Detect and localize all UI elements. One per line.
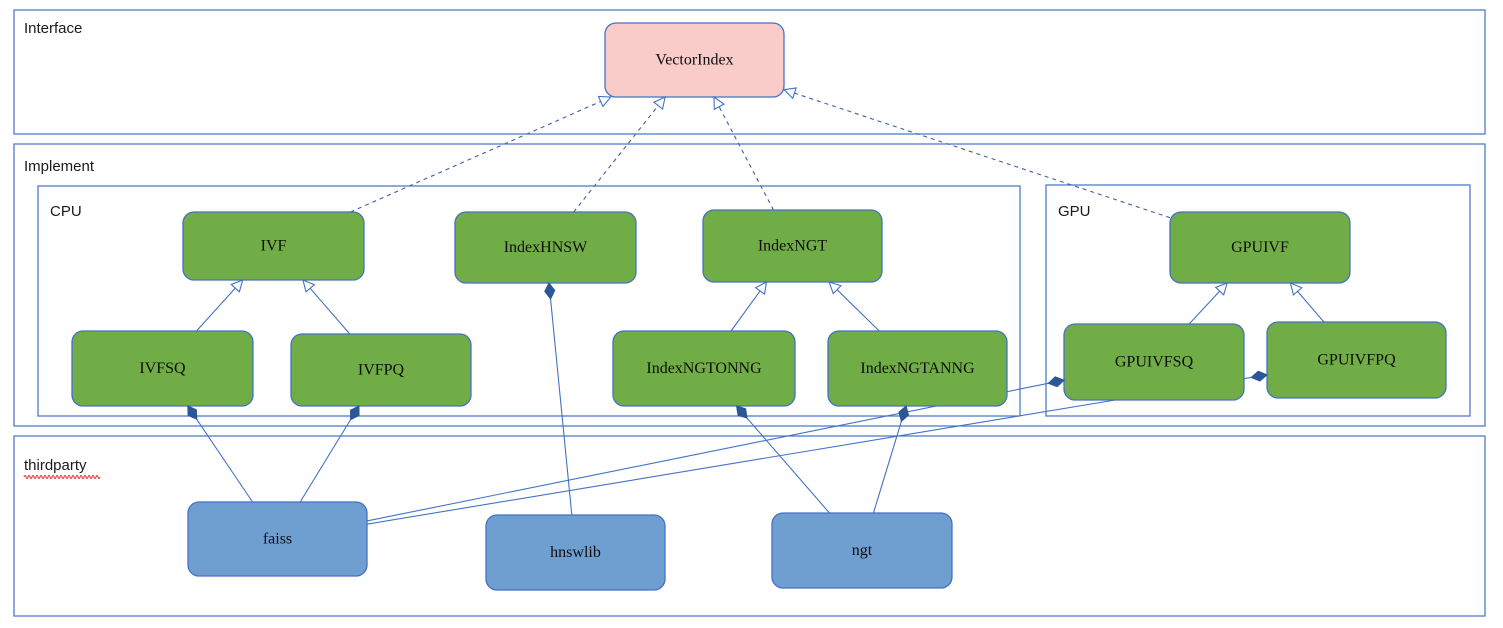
edge-IndexNGTANNG-to-IndexNGT (836, 289, 880, 332)
arrowhead-e7 (754, 281, 768, 296)
node-label-hnswlib: hnswlib (550, 544, 601, 561)
container-border-cpu (37, 185, 1021, 417)
container-border-thirdparty (13, 435, 1486, 617)
node-GPUIVF[interactable]: GPUIVF (1169, 211, 1351, 284)
arrowhead-e6 (302, 279, 316, 293)
diamond-e15 (544, 282, 556, 300)
edge-GPUIVF-to-VectorIndex (794, 92, 1171, 219)
edge-ngt-to-IndexNGTONNG (746, 417, 830, 514)
node-box-IndexHNSW[interactable] (454, 211, 637, 284)
container-label-thirdparty: thirdparty (24, 457, 87, 474)
node-box-IVFSQ[interactable] (71, 330, 254, 407)
node-box-IndexNGT[interactable] (702, 209, 883, 283)
node-box-VectorIndex[interactable] (604, 22, 785, 98)
node-IndexNGT[interactable]: IndexNGT (702, 209, 883, 283)
arrowhead-e1 (597, 95, 612, 108)
node-box-IndexNGTONNG[interactable] (612, 330, 796, 407)
arrowhead-e9 (1214, 282, 1228, 296)
node-IVFPQ[interactable]: IVFPQ (290, 333, 472, 407)
diamond-e17 (898, 405, 910, 423)
node-label-GPUIVF: GPUIVF (1231, 239, 1289, 256)
edge-IndexNGTONNG-to-IndexNGT (730, 290, 761, 332)
node-GPUIVFPQ[interactable]: GPUIVFPQ (1266, 321, 1447, 399)
node-box-GPUIVFSQ[interactable] (1063, 323, 1245, 401)
edge-hnswlib-to-IndexHNSW (550, 298, 573, 516)
node-box-IVFPQ[interactable] (290, 333, 472, 407)
container-label-cpu: CPU (50, 203, 82, 220)
arrowhead-e8 (828, 281, 842, 295)
edge-IVFPQ-to-IVF (309, 287, 351, 335)
arrowhead-e2 (652, 96, 666, 111)
node-label-VectorIndex: VectorIndex (655, 52, 733, 69)
node-box-GPUIVF[interactable] (1169, 211, 1351, 284)
node-label-IndexNGTANNG: IndexNGTANNG (860, 360, 975, 377)
container-cpu: CPU (37, 185, 1021, 417)
edge-IndexNGT-to-VectorIndex (718, 106, 775, 211)
node-label-ngt: ngt (852, 542, 873, 559)
container-border-interface (13, 9, 1486, 135)
edge-faiss-to-IVFPQ (299, 419, 352, 503)
container-border-gpu (1045, 184, 1471, 417)
node-box-hnswlib[interactable] (485, 514, 666, 591)
node-label-IndexNGTONNG: IndexNGTONNG (646, 360, 762, 377)
node-label-IndexNGT: IndexNGT (758, 238, 828, 255)
node-label-faiss: faiss (263, 531, 292, 548)
arrowhead-e3 (713, 95, 726, 111)
node-box-IVF[interactable] (182, 211, 365, 281)
node-label-IVF: IVF (261, 238, 287, 255)
node-label-GPUIVFPQ: GPUIVFPQ (1317, 352, 1396, 369)
diamond-e12 (350, 405, 360, 421)
edge-GPUIVFPQ-to-GPUIVF (1297, 290, 1325, 323)
edge-IVFSQ-to-IVF (196, 287, 236, 332)
node-IVF[interactable]: IVF (182, 211, 365, 281)
container-thirdparty: thirdparty (13, 435, 1486, 617)
arrowhead-e4 (782, 87, 797, 100)
container-label-interface: Interface (24, 20, 82, 37)
node-ngt[interactable]: ngt (771, 512, 953, 589)
node-hnswlib[interactable]: hnswlib (485, 514, 666, 591)
node-box-ngt[interactable] (771, 512, 953, 589)
edge-IVF-to-VectorIndex (350, 100, 601, 213)
node-box-GPUIVFPQ[interactable] (1266, 321, 1447, 399)
node-IndexHNSW[interactable]: IndexHNSW (454, 211, 637, 284)
node-IndexNGTONNG[interactable]: IndexNGTONNG (612, 330, 796, 407)
edge-faiss-to-GPUIVFPQ (366, 376, 1252, 525)
node-IVFSQ[interactable]: IVFSQ (71, 330, 254, 407)
edge-GPUIVFSQ-to-GPUIVF (1188, 290, 1221, 325)
node-label-GPUIVFSQ: GPUIVFSQ (1115, 354, 1194, 371)
node-GPUIVFSQ[interactable]: GPUIVFSQ (1063, 323, 1245, 401)
node-box-IndexNGTANNG[interactable] (827, 330, 1008, 407)
container-label-implement: Implement (24, 158, 95, 175)
diamond-e14 (1250, 370, 1268, 382)
container-implement: Implement (13, 143, 1486, 427)
diamond-e13 (1047, 376, 1065, 388)
spellcheck-underline-thirdparty (23, 474, 101, 480)
node-IndexNGTANNG[interactable]: IndexNGTANNG (827, 330, 1008, 407)
node-label-IVFPQ: IVFPQ (358, 362, 405, 379)
node-VectorIndex[interactable]: VectorIndex (604, 22, 785, 98)
node-box-faiss[interactable] (187, 501, 368, 577)
edge-IndexHNSW-to-VectorIndex (573, 105, 659, 213)
arrowhead-e5 (230, 279, 244, 293)
container-gpu: GPU (1045, 184, 1471, 417)
container-interface: Interface (13, 9, 1486, 135)
node-label-IndexHNSW: IndexHNSW (504, 239, 588, 256)
container-border-implement (13, 143, 1486, 427)
diamond-e11 (187, 405, 198, 421)
edge-faiss-to-IVFSQ (196, 418, 253, 503)
arrowhead-e10 (1289, 282, 1303, 296)
diamond-e16 (735, 405, 748, 419)
node-faiss[interactable]: faiss (187, 501, 368, 577)
node-label-IVFSQ: IVFSQ (139, 360, 186, 377)
container-label-gpu: GPU (1058, 203, 1091, 220)
